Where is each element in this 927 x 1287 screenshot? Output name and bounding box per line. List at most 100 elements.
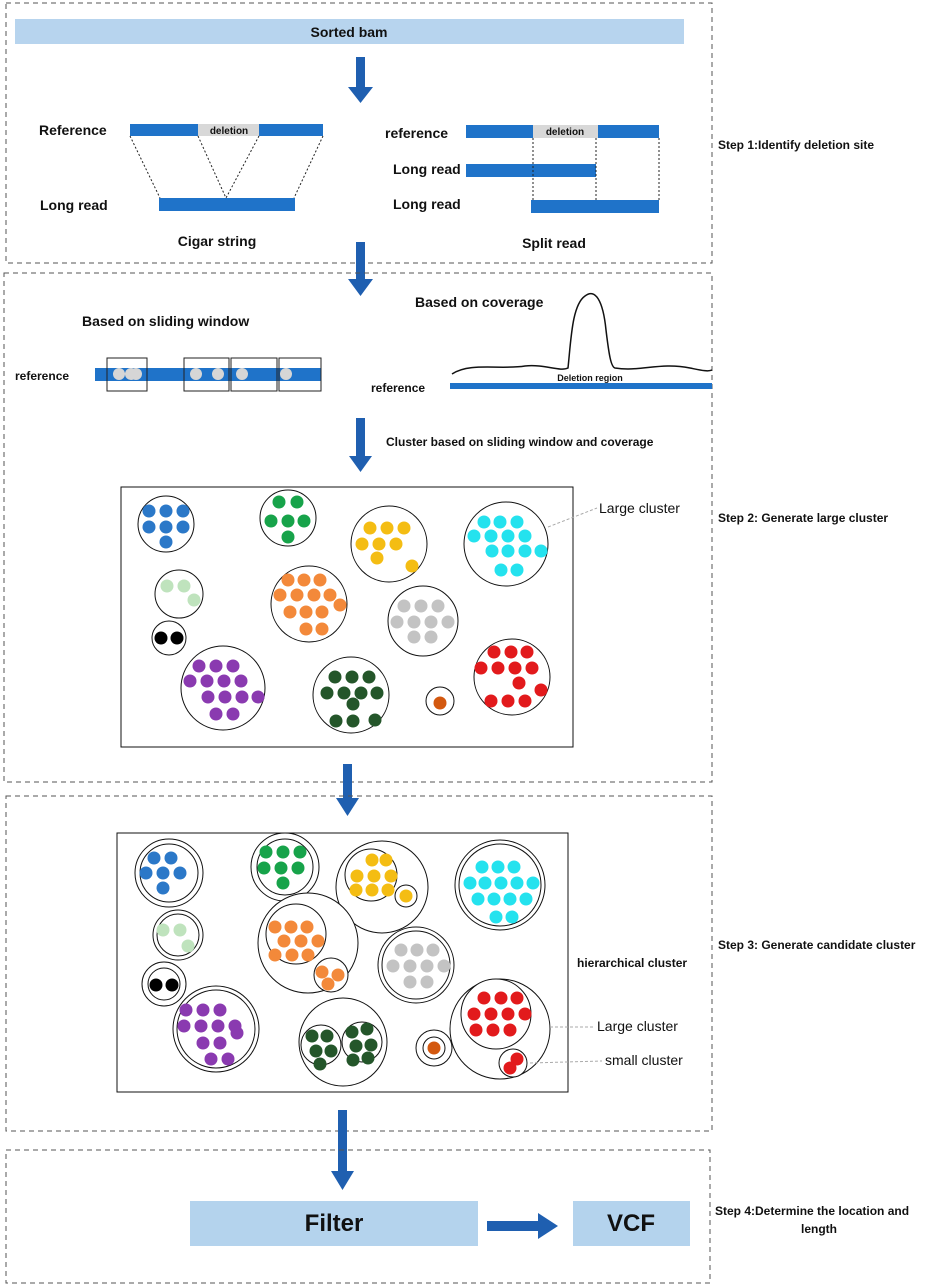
green-dot (274, 861, 288, 875)
cyan-dot (477, 515, 491, 529)
sliding-window-box (230, 357, 278, 392)
cyan-dot (471, 892, 485, 906)
step3-label: Step 3: Generate candidate cluster (718, 938, 916, 952)
reference-bar-left-b (259, 124, 323, 136)
split-read-bar-1 (466, 164, 596, 177)
black-dot (154, 631, 168, 645)
long-read-label-right-1: Long read (393, 161, 461, 177)
gray-dot (403, 959, 417, 973)
dark-green-dot (305, 1029, 319, 1043)
purple-dot (226, 659, 240, 673)
blue-dot (159, 535, 173, 549)
arrow-down-5 (331, 1110, 354, 1190)
long-read-bar-left (159, 198, 295, 211)
dark-green-dot (345, 1025, 359, 1039)
purple-dot (192, 659, 206, 673)
dark-green-dot (368, 713, 382, 727)
gray-dot (441, 615, 455, 629)
reference-bar-right-a (466, 125, 533, 138)
dark-green-dot (360, 1022, 374, 1036)
gray-dot (431, 599, 445, 613)
cyan-dot (510, 563, 524, 577)
sorted-bam-label: Sorted bam (310, 24, 387, 40)
step4-label-line2: length (801, 1222, 837, 1236)
cyan-dot (467, 529, 481, 543)
gray-dot (420, 975, 434, 989)
arrow-down-4 (336, 764, 359, 816)
purple-dot (213, 1003, 227, 1017)
red-dot (510, 1052, 524, 1066)
red-dot (518, 694, 532, 708)
dark-green-dot (345, 670, 359, 684)
dark-green-dot (364, 1038, 378, 1052)
reference-bar-sliding (95, 368, 321, 381)
large-cluster-leader (547, 507, 598, 528)
cyan-dot (507, 860, 521, 874)
dark-green-dot (346, 714, 360, 728)
purple-dot (230, 1026, 244, 1040)
sliding-window-title: Based on sliding window (82, 313, 249, 329)
yellow-dot (399, 889, 413, 903)
green-dot (264, 514, 278, 528)
reference-bar-left-a (130, 124, 198, 136)
purple-dot (209, 659, 223, 673)
cyan-dot (518, 544, 532, 558)
orange-dot (294, 934, 308, 948)
cyan-dot (526, 876, 540, 890)
orange-dot (315, 965, 329, 979)
purple-dot (213, 1036, 227, 1050)
green-dot (272, 495, 286, 509)
arrow-down-2 (348, 242, 373, 296)
cyan-dot (494, 876, 508, 890)
red-dot (494, 991, 508, 1005)
sliding-window-reads (113, 368, 292, 380)
reference-label-left: Reference (39, 122, 107, 138)
cyan-dot (518, 529, 532, 543)
dark-orange-dot (433, 696, 447, 710)
purple-dot (177, 1019, 191, 1033)
purple-dot (226, 707, 240, 721)
purple-dot (251, 690, 265, 704)
yellow-dot (370, 551, 384, 565)
black-dot (165, 978, 179, 992)
gray-dot (410, 943, 424, 957)
red-dot (534, 683, 548, 697)
pale-green-dot (160, 579, 174, 593)
yellow-dot (365, 883, 379, 897)
cyan-dot (534, 544, 548, 558)
gray-dot (386, 959, 400, 973)
reference-bar-coverage (450, 383, 712, 389)
candidate-cluster-box (116, 832, 569, 1093)
dark-green-dot (309, 1044, 323, 1058)
orange-dot (281, 573, 295, 587)
red-dot (467, 1007, 481, 1021)
dark-green-dot (329, 714, 343, 728)
blue-dot (156, 881, 170, 895)
red-dot (503, 1061, 517, 1075)
cyan-dot (475, 860, 489, 874)
yellow-dot (379, 853, 393, 867)
reference-label-sliding: reference (15, 369, 69, 383)
yellow-dot (372, 537, 386, 551)
green-dot (276, 876, 290, 890)
gray-dot (407, 630, 421, 644)
blue-dot (142, 504, 156, 518)
reference-bar-right-b (598, 125, 659, 138)
purple-dot (211, 1019, 225, 1033)
cigar-mapping-lines (129, 135, 324, 199)
dark-green-dot (361, 1051, 375, 1065)
sliding-window-box (278, 357, 322, 392)
cyan-dot (491, 860, 505, 874)
green-dot (293, 845, 307, 859)
candidate-cluster-group (134, 832, 551, 1087)
orange-dot (313, 573, 327, 587)
orange-dot (273, 588, 287, 602)
long-read-label-right-2: Long read (393, 196, 461, 212)
red-dot (477, 991, 491, 1005)
green-dot (276, 845, 290, 859)
sorted-bam-bar (15, 19, 684, 44)
cyan-dot (510, 876, 524, 890)
purple-dot (218, 690, 232, 704)
gray-dot (420, 959, 434, 973)
dark-green-dot (324, 1044, 338, 1058)
